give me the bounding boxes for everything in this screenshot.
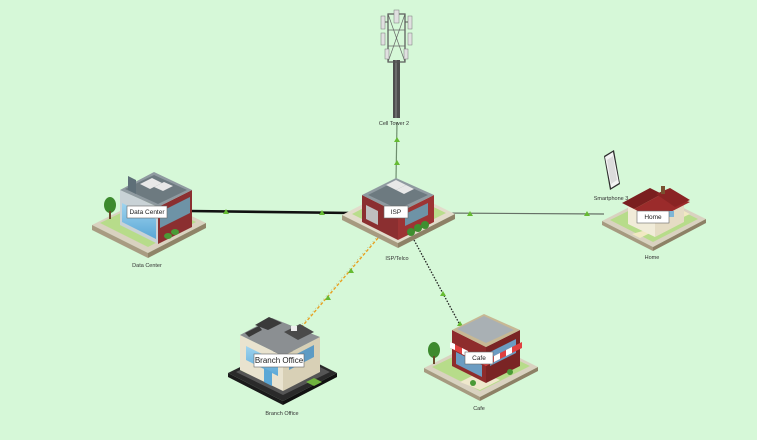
node-smartphone[interactable]: Smartphone 3 xyxy=(594,150,629,202)
link-marker-icon xyxy=(457,321,463,326)
node-badge-label: Home xyxy=(644,214,662,221)
link-marker-icon xyxy=(325,295,331,300)
link-marker-icon xyxy=(440,291,446,296)
link-celltower-isp[interactable] xyxy=(395,121,398,181)
node-badge-label: Data Center xyxy=(129,209,165,216)
link-marker-icon xyxy=(467,211,473,216)
office-building-icon xyxy=(228,317,337,405)
links xyxy=(189,121,605,338)
link-isp-home[interactable] xyxy=(437,212,605,215)
data-center-building-icon xyxy=(92,172,206,258)
cell-tower-icon xyxy=(380,9,413,118)
link-marker-icon xyxy=(348,268,354,273)
node-badge xyxy=(253,353,305,368)
link-datacenter-isp[interactable] xyxy=(189,209,353,215)
link-marker-icon xyxy=(394,160,400,165)
link-marker-icon xyxy=(584,211,590,216)
node-caption: Data Center xyxy=(132,263,162,269)
node-badge-label: ISP xyxy=(391,209,401,216)
node-badge xyxy=(383,205,409,219)
node-badge xyxy=(636,210,670,224)
node-cell-tower[interactable]: Cell Tower 2 xyxy=(379,9,413,127)
link-marker-icon xyxy=(394,137,400,142)
link-markers xyxy=(223,137,590,326)
node-isp[interactable]: ISP ISP/Telco xyxy=(342,178,455,262)
link-isp-cafe[interactable] xyxy=(413,239,467,337)
node-caption: Cell Tower 2 xyxy=(379,121,409,127)
node-cafe[interactable]: Cafe Cafe xyxy=(424,314,538,412)
link-marker-icon xyxy=(319,210,325,215)
node-badge xyxy=(464,351,494,365)
node-badge-label: Cafe xyxy=(472,355,486,362)
smartphone-icon xyxy=(604,150,620,190)
node-caption: Branch Office xyxy=(265,411,298,417)
node-caption: Home xyxy=(645,255,660,261)
link-isp-branch-office[interactable] xyxy=(292,237,379,338)
node-caption: Smartphone 3 xyxy=(594,196,629,202)
node-badge xyxy=(126,205,168,219)
node-home[interactable]: Home Home xyxy=(602,186,706,261)
node-caption: ISP/Telco xyxy=(385,256,408,262)
node-branch-office[interactable]: Branch Office Branch Office xyxy=(228,317,337,417)
node-caption: Cafe xyxy=(473,406,485,412)
link-isp-branch-office-shadow xyxy=(290,237,377,338)
node-data-center[interactable]: Data Center Data Center xyxy=(92,172,206,269)
link-marker-icon xyxy=(223,209,229,214)
node-badge-label: Branch Office xyxy=(255,356,304,365)
